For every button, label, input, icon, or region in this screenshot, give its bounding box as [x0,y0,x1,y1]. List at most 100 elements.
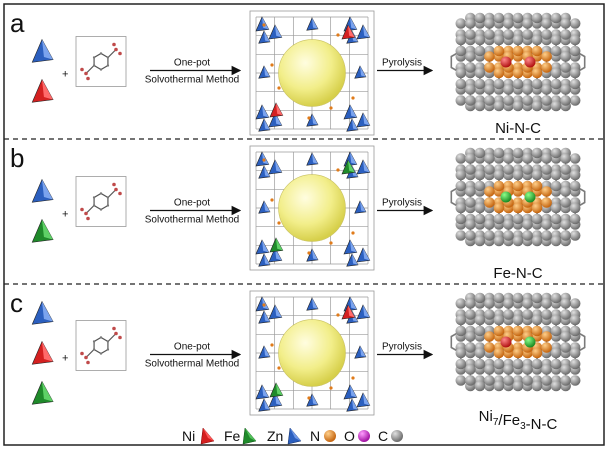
n-atom [512,325,524,337]
c-atom [522,375,533,386]
c-atom [569,153,581,164]
c-atom [531,169,543,181]
c-atom [493,34,505,46]
zn-tetrahedron-icon [268,247,283,263]
c-atom [484,230,495,241]
c-atom [550,325,562,337]
c-atom [569,180,581,192]
ni-tetrahedron-icon [341,24,356,40]
c-atom [484,219,495,230]
blue-tetrahedron-icon [31,38,54,63]
n-atom [484,342,495,353]
c-atom [550,147,562,159]
c-atom [455,314,467,326]
c-atom [455,34,467,46]
c-atom [522,95,533,106]
pore-sphere [278,39,346,107]
element-legend: Ni Fe Zn N O C [182,427,403,445]
zn-tetrahedron-icon [343,384,358,400]
mof-framework-cell [249,290,375,416]
c-atom [474,213,486,225]
zn-tetrahedron-icon [306,113,319,127]
c-atom [531,12,543,24]
c-atom [522,298,533,309]
c-atom [465,331,476,342]
c-atom [522,153,533,164]
zn-tetrahedron-icon [343,239,358,255]
pyrolysis-label: Pyrolysis [382,58,422,69]
c-atom [474,45,486,57]
product-label: Fe-N-C [493,265,542,282]
pyrolysis-label: Pyrolysis [382,342,422,353]
n-atom [512,45,524,57]
c-atom [512,358,524,370]
c-atom [569,202,581,214]
zn-tetrahedron-icon [306,297,319,311]
c-atom [465,18,476,29]
c-atom [541,298,552,309]
c-atom [550,78,562,90]
c-atom [550,180,562,192]
c-atom [522,29,533,40]
mof-framework-cell [249,145,375,271]
c-atom [474,147,486,159]
c-atom [560,62,571,73]
c-atom [493,12,505,24]
plus-sign: + [62,209,68,221]
legend-fe-label: Fe [224,428,241,444]
c-atom [455,67,467,79]
c-atom [455,375,467,386]
ni-tetrahedron-icon [203,428,214,441]
c-atom [569,347,581,359]
fe-tetrahedron-icon [341,159,356,175]
c-atom [560,364,571,375]
n-atom [541,342,552,353]
c-atom [493,358,505,370]
c-atom [569,230,581,241]
c-atom [474,169,486,181]
c-atom [503,164,514,175]
method-label-line1: One-pot [174,342,210,353]
c-atom [522,219,533,230]
method-label-line2: Solvothermal Method [145,359,240,370]
zn-tetrahedron-icon [356,24,371,40]
c-atom [541,18,552,29]
n-atom [541,331,552,342]
blue-tetrahedron-icon [31,178,54,203]
c-atom [465,164,476,175]
ni-tetrahedron-icon [341,304,356,320]
fe-atom [524,191,536,203]
c-atom [541,84,552,95]
c-atom [541,153,552,164]
c-atom [484,29,495,40]
c-atom [522,84,533,95]
c-atom [512,12,524,24]
legend-o-label: O [344,428,355,444]
zn-tetrahedron-icon [258,310,271,324]
pore-sphere [278,174,346,242]
zn-tetrahedron-icon [258,345,271,359]
n-atom [484,51,495,62]
c-atom [569,95,581,106]
zn-tetrahedron-icon [356,112,371,128]
c-atom [474,34,486,46]
c-atom [560,375,571,386]
plus-sign: + [62,69,68,81]
c-atom [531,235,543,247]
c-atom [455,153,467,164]
c-atom [465,364,476,375]
c-atom [474,292,486,304]
c-atom [569,18,581,29]
c-atom [493,100,505,112]
c-atom [455,45,467,57]
n-atom [493,45,505,57]
c-atom [569,169,581,181]
method-label-line2: Solvothermal Method [145,215,240,226]
c-atom [465,62,476,73]
n-atom [484,62,495,73]
zn-tetrahedron-icon [258,30,271,44]
c-atom [512,78,524,90]
method-label-line1: One-pot [174,198,210,209]
c-atom [550,100,562,112]
zn-tetrahedron-icon [268,24,283,40]
